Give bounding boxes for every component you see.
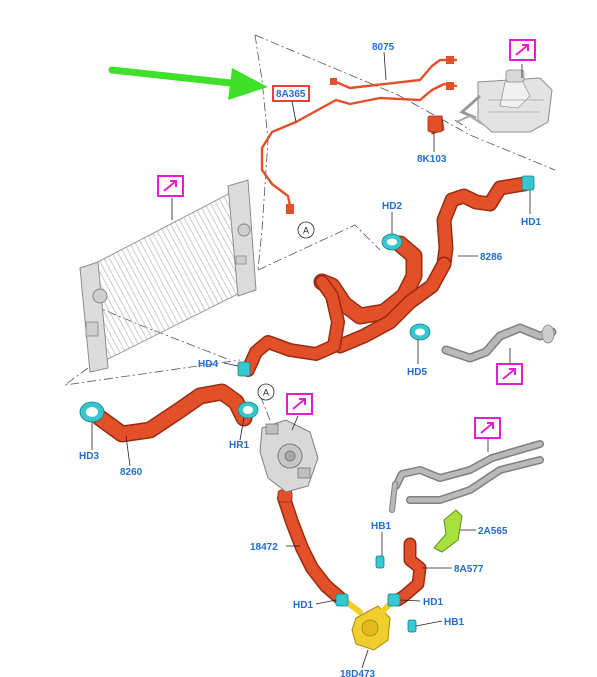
label-hb1-mid[interactable]: HB1 [371,521,391,532]
label-hd1-bottom-left[interactable]: HD1 [293,600,313,611]
label-hd4[interactable]: HD4 [198,359,218,370]
callout-a-lower-text: A [263,388,269,398]
gray-return-pipe [441,323,557,363]
zoom-icon-heater-pipes[interactable] [474,417,501,439]
hose-8286 [241,176,532,377]
fitting-8K103 [427,115,443,133]
zoom-icon-reservoir[interactable] [509,39,536,61]
label-8K103[interactable]: 8K103 [417,154,447,165]
label-8075[interactable]: 8075 [372,42,395,53]
auxiliary-coolant-pump [341,597,393,651]
label-8286[interactable]: 8286 [480,252,503,263]
label-hd2[interactable]: HD2 [382,201,402,212]
label-hb1-bottom[interactable]: HB1 [444,617,464,628]
radiator [79,179,257,373]
gray-heater-pipes [389,440,544,513]
zoom-icon-radiator[interactable] [157,175,184,197]
callout-a-upper: A [297,221,315,239]
callout-a-lower: A [257,383,275,401]
part-labels: 8075 8A365 8K103 HD2 HD1 8286 HD4 HD5 HD… [79,42,541,677]
green-pointer-arrow [108,66,268,100]
label-2A565[interactable]: 2A565 [478,526,508,537]
label-hd3[interactable]: HD3 [79,451,99,462]
zoom-icon-return-pipe[interactable] [496,363,523,385]
hose-8260 [91,383,253,443]
label-hd1-top[interactable]: HD1 [521,217,541,228]
label-hd5[interactable]: HD5 [407,367,427,378]
label-8A577[interactable]: 8A577 [454,564,484,575]
label-hd1-bottom-right[interactable]: HD1 [423,597,443,608]
leader-lines [91,51,531,669]
label-18D473[interactable]: 18D473 [340,669,375,677]
label-18472[interactable]: 18472 [250,542,278,553]
thermostat-housing [259,419,319,493]
vent-hoses [260,56,458,214]
bracket-2A565 [433,509,463,553]
zoom-icon-pump[interactable] [286,393,313,415]
highlight-box-8A365 [272,85,310,102]
label-8260[interactable]: 8260 [120,467,143,478]
callout-a-upper-text: A [303,226,309,236]
label-hr1[interactable]: HR1 [229,440,249,451]
label-8A365[interactable]: 8A365 [276,89,306,100]
coolant-reservoir [455,69,553,133]
hose-8A577 [391,537,427,607]
hose-18472 [277,489,347,605]
